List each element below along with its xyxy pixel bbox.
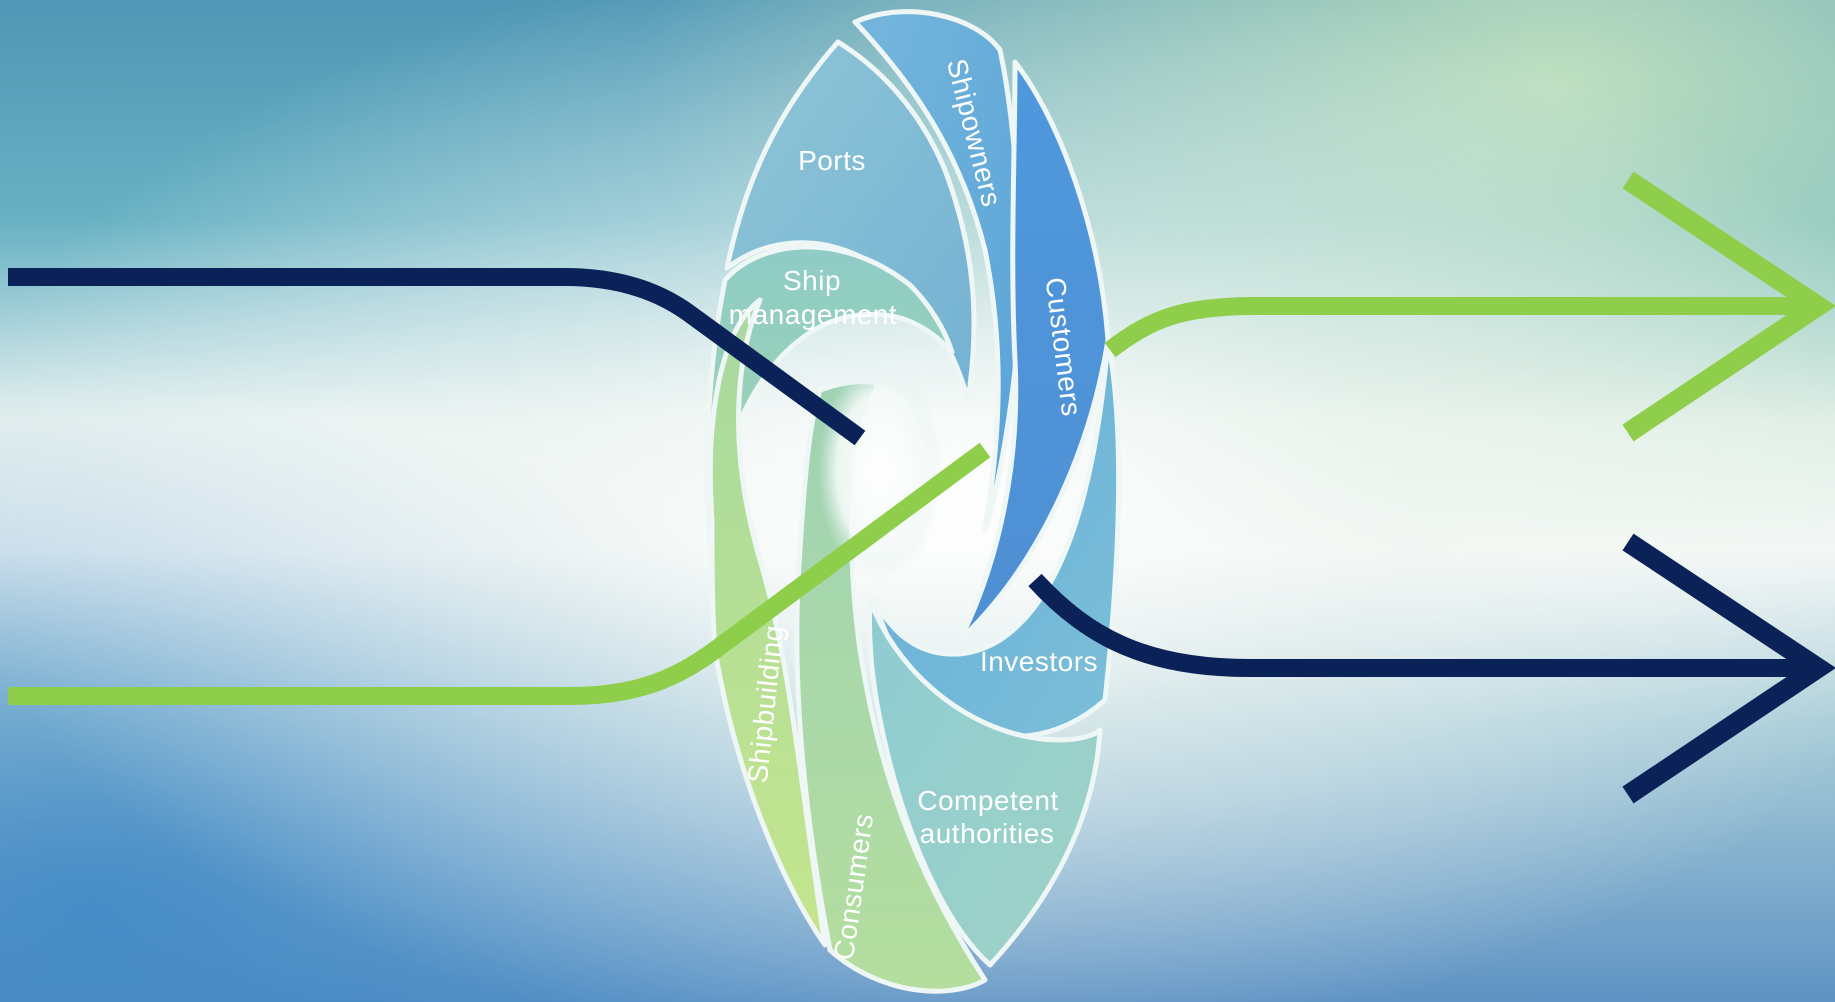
green-arrow-entry	[8, 442, 991, 705]
label-competent-authorities-line1: Competent	[917, 785, 1058, 816]
green-arrowhead	[1622, 171, 1835, 442]
ring-center	[818, 360, 942, 580]
label-ship-management-line1: Ship	[783, 265, 841, 296]
label-investors: Investors	[980, 646, 1098, 677]
green-arrow-exit	[1104, 297, 1815, 358]
segment-customers	[957, 59, 1111, 643]
label-ship-management-line2: management	[729, 299, 897, 330]
segment-shipbuilding	[707, 297, 828, 948]
label-ports: Ports	[798, 145, 866, 176]
navy-arrowhead	[1622, 533, 1835, 804]
navy-arrow-exit	[1028, 573, 1815, 677]
label-competent-authorities-line2: authorities	[920, 818, 1055, 849]
segment-ship-management	[704, 244, 955, 603]
segment-competent-authorities	[866, 597, 1103, 968]
navy-arrow-entry	[8, 268, 866, 446]
segment-shipowners	[852, 9, 1023, 533]
